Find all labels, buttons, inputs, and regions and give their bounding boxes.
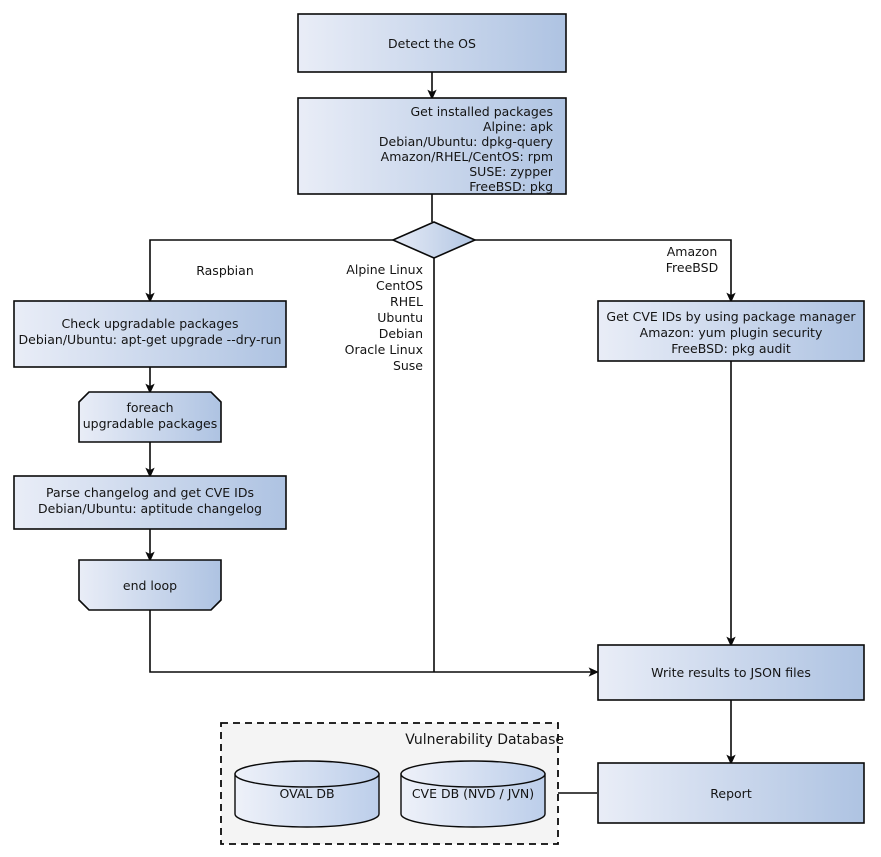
get-installed-packages-box[interactable]	[297, 97, 567, 195]
check-upgradable-box[interactable]	[13, 300, 287, 368]
oval-db-cylinder-body[interactable]	[234, 773, 380, 828]
node-get-installed-packages[interactable]: Get installed packages Alpine: apk Debia…	[297, 97, 567, 195]
os-list-line-5: Debian	[379, 326, 423, 341]
node-detect-os[interactable]: Detect the OS	[297, 13, 567, 73]
os-list-line-6: Oracle Linux	[345, 342, 423, 357]
detect-os-label: Detect the OS	[388, 36, 476, 51]
os-list-line-2: CentOS	[376, 278, 423, 293]
group-vulnerability-database: Vulnerability Database OVAL DB CVE DB (N…	[220, 722, 564, 845]
get-installed-packages-line-5: SUSE: zypper	[469, 164, 554, 179]
os-list-line-1: Alpine Linux	[346, 262, 423, 277]
parse-changelog-line-2: Debian/Ubuntu: aptitude changelog	[38, 501, 262, 516]
os-list-line-7: Suse	[393, 358, 423, 373]
check-upgradable-line-2: Debian/Ubuntu: apt-get upgrade --dry-run	[19, 332, 282, 347]
end-loop-label: end loop	[123, 578, 177, 593]
foreach-loop-line-2: upgradable packages	[83, 416, 218, 431]
oval-db-cylinder-top	[234, 760, 380, 788]
check-upgradable-line-1: Check upgradable packages	[62, 316, 239, 331]
connector-decision-to-get-cve	[475, 239, 736, 303]
get-installed-packages-line-2: Alpine: apk	[483, 119, 554, 134]
os-list-line-4: Ubuntu	[377, 310, 423, 325]
foreach-loop-line-1: foreach	[126, 400, 173, 415]
get-installed-packages-line-4: Amazon/RHEL/CentOS: rpm	[381, 149, 553, 164]
get-cve-ids-box[interactable]	[597, 300, 865, 362]
oval-db-label: OVAL DB	[279, 786, 334, 801]
os-list-line-3: RHEL	[390, 294, 423, 309]
cve-db-cylinder-body[interactable]	[400, 773, 546, 828]
foreach-loop-shape[interactable]	[78, 391, 222, 443]
report-box[interactable]	[597, 762, 865, 824]
node-parse-changelog[interactable]: Parse changelog and get CVE IDs Debian/U…	[13, 475, 287, 530]
end-loop-shape[interactable]	[78, 559, 222, 611]
freebsd-label: FreeBSD	[666, 260, 718, 275]
edge-label-amazon-freebsd: Amazon FreeBSD	[666, 244, 718, 275]
node-report[interactable]: Report	[597, 762, 865, 824]
amazon-label: Amazon	[667, 244, 718, 259]
edge-label-os-list: Alpine Linux CentOS RHEL Ubuntu Debian O…	[345, 262, 424, 373]
connector-decision-to-check-upgradable	[145, 239, 393, 303]
cve-db-cylinder-top	[400, 760, 546, 788]
database-cve-db[interactable]: CVE DB (NVD / JVN)	[400, 760, 546, 828]
get-installed-packages-line-6: FreeBSD: pkg	[469, 179, 553, 194]
connector-endloop-to-write-results	[149, 610, 599, 677]
node-write-results[interactable]: Write results to JSON files	[597, 644, 865, 701]
vulnerability-database-title: Vulnerability Database	[405, 732, 564, 748]
write-results-box[interactable]	[597, 644, 865, 701]
get-installed-packages-line-3: Debian/Ubuntu: dpkg-query	[379, 134, 554, 149]
parse-changelog-line-1: Parse changelog and get CVE IDs	[46, 485, 254, 500]
database-oval-db[interactable]: OVAL DB	[234, 760, 380, 828]
edge-label-raspbian: Raspbian	[196, 263, 254, 278]
node-get-cve-ids[interactable]: Get CVE IDs by using package manager Ama…	[597, 300, 865, 362]
get-cve-ids-line-2: Amazon: yum plugin security	[640, 325, 823, 340]
node-end-loop[interactable]: end loop	[78, 559, 222, 611]
raspbian-label: Raspbian	[196, 263, 254, 278]
node-foreach-loop[interactable]: foreach upgradable packages	[78, 391, 222, 443]
cve-db-label: CVE DB (NVD / JVN)	[412, 786, 534, 801]
parse-changelog-box[interactable]	[13, 475, 287, 530]
report-label: Report	[710, 786, 752, 801]
get-cve-ids-line-3: FreeBSD: pkg audit	[671, 341, 791, 356]
write-results-label: Write results to JSON files	[651, 665, 811, 680]
get-installed-packages-line-1: Get installed packages	[410, 104, 553, 119]
get-cve-ids-line-1: Get CVE IDs by using package manager	[606, 309, 856, 324]
node-os-decision[interactable]	[391, 221, 477, 259]
os-decision-diamond[interactable]	[391, 221, 477, 259]
connector-layer	[145, 72, 736, 794]
node-check-upgradable[interactable]: Check upgradable packages Debian/Ubuntu:…	[13, 300, 287, 368]
detect-os-box[interactable]	[297, 13, 567, 73]
